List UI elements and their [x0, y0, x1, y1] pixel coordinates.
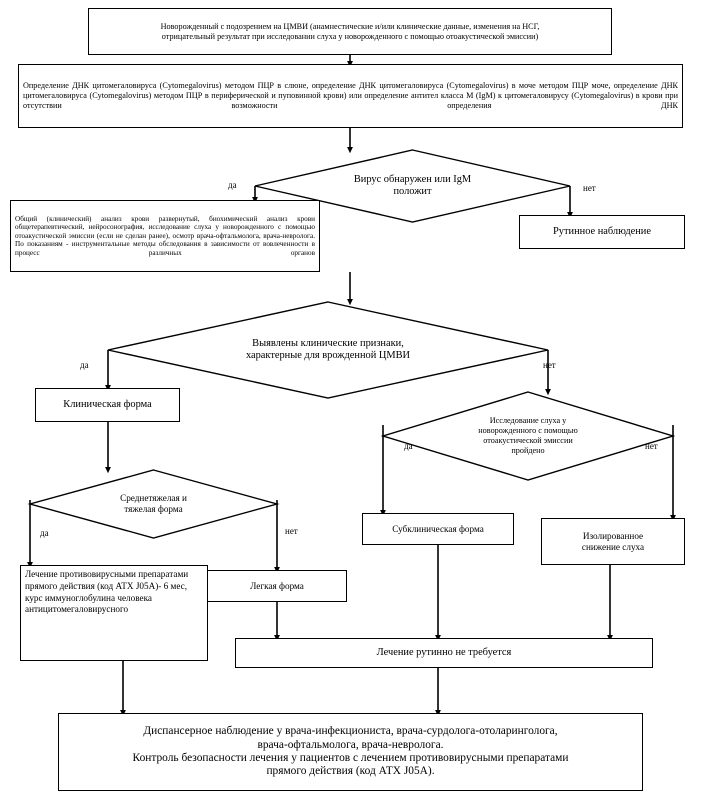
edge-label-hearing-yes: да	[404, 441, 413, 451]
edge-label-severity-yes: да	[40, 528, 49, 538]
node-mild-form[interactable]: Легкая форма	[207, 570, 347, 602]
node-dispensary-observation-label: Диспансерное наблюдение у врача-инфекцио…	[132, 725, 569, 778]
node-subclinical-form-label: Субклиническая форма	[392, 523, 484, 534]
node-isolated-hearing-loss[interactable]: Изолированное снижение слуха	[541, 518, 685, 565]
node-subclinical-form[interactable]: Субклиническая форма	[362, 513, 514, 545]
decision-hearing-test-shape	[380, 391, 676, 481]
edge-label-signs-yes: да	[80, 360, 89, 370]
node-suspect[interactable]: Новорожденный с подозрением на ЦМВИ (ана…	[88, 8, 612, 55]
node-antiviral-treatment-label: Лечение противовирусными препаратами пря…	[25, 569, 189, 615]
node-workup-label: Общий (клинический) анализ крови разверн…	[15, 214, 315, 257]
node-routine-observation-label: Рутинное наблюдение	[553, 225, 651, 237]
node-pcr-testing[interactable]: Определение ДНК цитомегаловируса (Cytome…	[18, 64, 683, 128]
node-no-routine-treatment[interactable]: Лечение рутинно не требуется	[235, 638, 653, 668]
decision-hearing-test[interactable]: Исследование слуха у новорожденного с по…	[380, 391, 676, 481]
node-mild-form-label: Легкая форма	[250, 580, 304, 591]
node-antiviral-treatment[interactable]: Лечение противовирусными препаратами пря…	[20, 565, 208, 661]
edge-label-signs-no: нет	[543, 360, 556, 370]
edge-label-virus-yes: да	[228, 180, 237, 190]
node-clinical-form[interactable]: Клиническая форма	[35, 388, 180, 422]
node-pcr-testing-label: Определение ДНК цитомегаловируса (Cytome…	[23, 81, 678, 110]
decision-clinical-signs[interactable]: Выявлены клинические признаки, характерн…	[107, 301, 549, 399]
edge-label-virus-no: нет	[583, 183, 596, 193]
node-isolated-hearing-loss-label: Изолированное снижение слуха	[581, 530, 645, 552]
node-workup[interactable]: Общий (клинический) анализ крови разверн…	[10, 200, 320, 272]
edge-label-severity-no: нет	[285, 526, 298, 536]
node-clinical-form-label: Клиническая форма	[63, 398, 152, 410]
decision-severity[interactable]: Среднетяжелая и тяжелая форма	[27, 469, 280, 539]
node-dispensary-observation[interactable]: Диспансерное наблюдение у врача-инфекцио…	[58, 713, 643, 791]
node-routine-observation[interactable]: Рутинное наблюдение	[519, 215, 685, 249]
decision-virus-found-shape	[254, 149, 571, 223]
node-no-routine-treatment-label: Лечение рутинно не требуется	[376, 646, 512, 658]
decision-clinical-signs-shape	[107, 301, 549, 399]
node-suspect-label: Новорожденный с подозрением на ЦМВИ (ана…	[160, 21, 540, 41]
decision-severity-shape	[27, 469, 280, 539]
edge-label-hearing-no: нет	[645, 441, 658, 451]
